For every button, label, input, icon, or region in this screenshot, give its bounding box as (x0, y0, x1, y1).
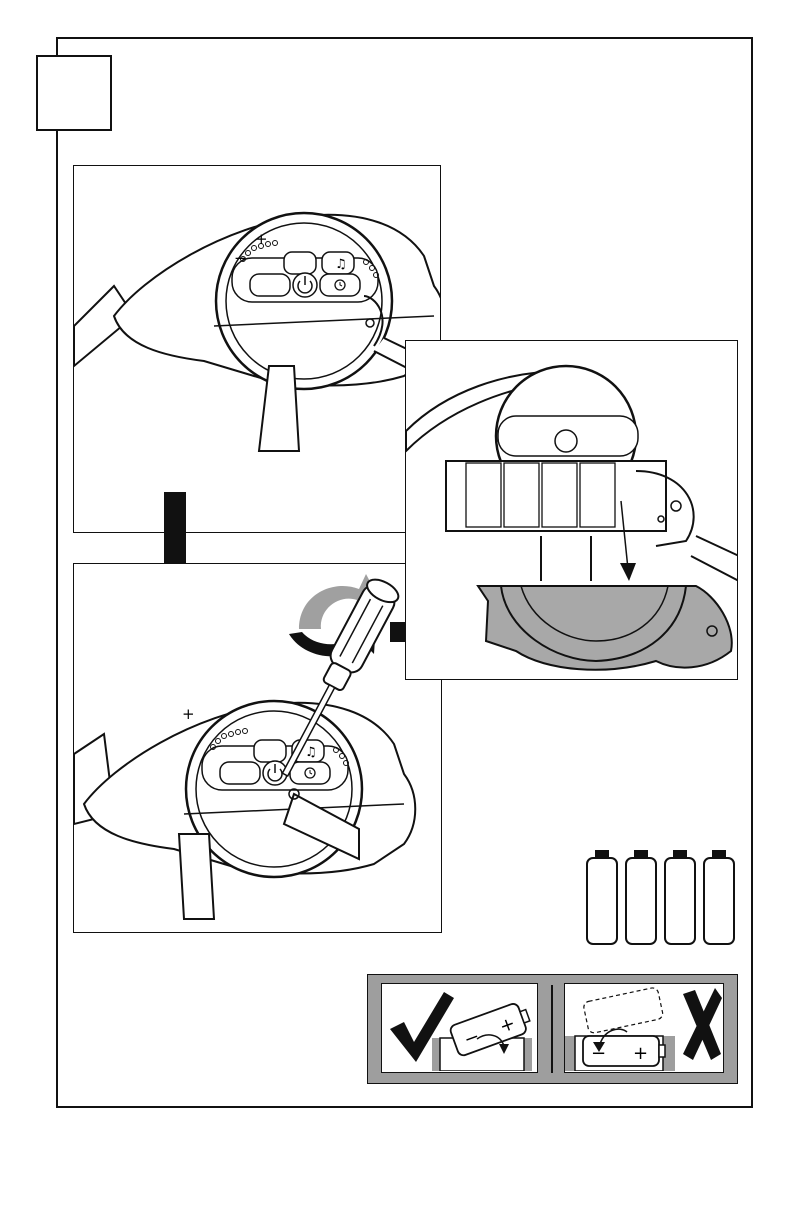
battery-insertion-panel: − + − + (367, 974, 738, 1084)
correct-insertion: − + (381, 983, 538, 1073)
panel-remove-screw: + (73, 563, 442, 933)
incorrect-insertion: − + (564, 983, 724, 1073)
battery-icon (587, 850, 617, 944)
battery-icon (704, 850, 734, 944)
panel-closed-control-unit: + − (73, 165, 441, 533)
battery-icon: − + (583, 1036, 665, 1066)
battery-icon (626, 850, 656, 944)
step-number-box (36, 55, 112, 131)
control-unit-illustration: + − (74, 166, 441, 533)
minus-label: − (234, 249, 247, 267)
panel-battery-compartment-open (405, 340, 738, 680)
screwdriver-illustration: + (74, 564, 442, 933)
x-mark-icon (683, 988, 722, 1060)
plus-sign: + (633, 1043, 648, 1064)
plus-label: + (182, 705, 195, 723)
plus-label: + (255, 230, 268, 248)
batteries-illustration (585, 848, 740, 946)
battery-icon (665, 850, 695, 944)
battery-compartment-illustration (406, 341, 738, 680)
divider (551, 985, 553, 1073)
